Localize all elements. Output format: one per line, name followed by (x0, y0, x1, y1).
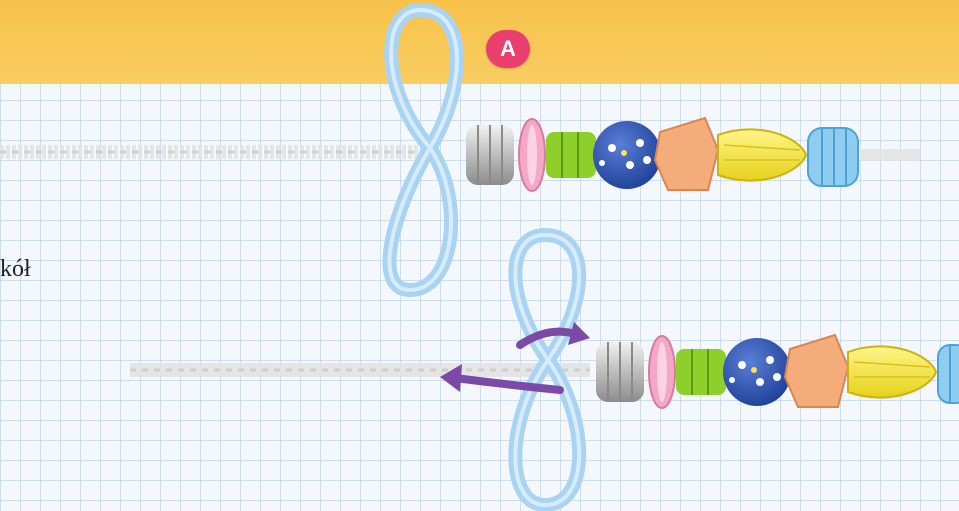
bead-orange-block (655, 118, 718, 190)
bead-green-ribbed (546, 132, 596, 178)
bead-ribbed-grey (466, 125, 514, 185)
bead-blue-ribbed (808, 128, 858, 186)
bead-blue-dotted-ball (593, 121, 661, 189)
bead-blue-dotted-ball (723, 338, 791, 406)
strand-1 (0, 10, 920, 290)
bead-ribbed-grey (596, 342, 644, 402)
bead-yellow-long (848, 346, 936, 397)
strand-2 (130, 235, 959, 505)
bead-yellow-long (718, 129, 806, 180)
bead-green-ribbed (676, 349, 726, 395)
bead-pink-disc (649, 336, 675, 408)
bead-pink-disc (519, 119, 545, 191)
bead-orange-block (785, 335, 848, 407)
bead-blue-ribbed (938, 345, 959, 403)
